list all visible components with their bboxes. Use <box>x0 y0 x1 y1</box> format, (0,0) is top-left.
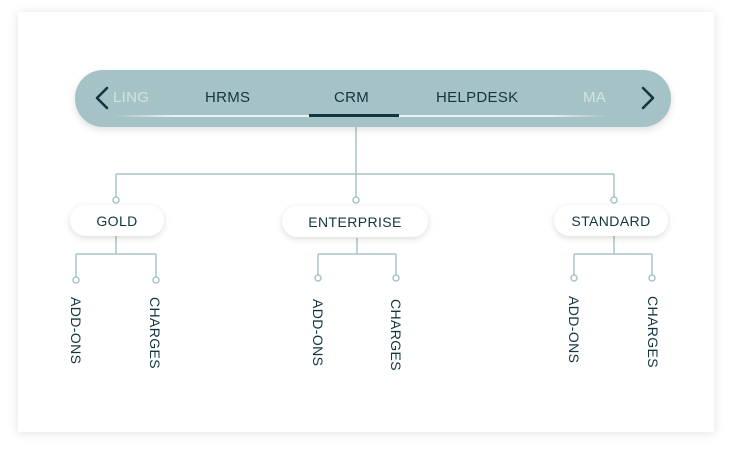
enterprise-charges-label[interactable]: CHARGES <box>388 299 404 372</box>
enterprise-add-ons-label[interactable]: ADD-ONS <box>310 299 326 367</box>
connector-node <box>352 196 360 204</box>
nav-next-button[interactable] <box>633 83 663 113</box>
plan-node-gold[interactable]: GOLD <box>70 205 164 236</box>
connector-node <box>72 276 80 284</box>
product-tab-bar: LING HRMS CRM HELPDESK MA <box>75 70 671 127</box>
gold-charges-label[interactable]: CHARGES <box>147 297 163 370</box>
plan-node-enterprise[interactable]: ENTERPRISE <box>282 206 428 237</box>
standard-add-ons-label[interactable]: ADD-ONS <box>566 296 582 364</box>
plan-node-standard[interactable]: STANDARD <box>554 205 668 236</box>
connector-node <box>314 274 322 282</box>
connector-node <box>610 196 618 204</box>
connector-node <box>648 274 656 282</box>
tab-hrms[interactable]: HRMS <box>205 89 251 106</box>
tab-helpdesk[interactable]: HELPDESK <box>436 89 519 106</box>
connector-node <box>570 274 578 282</box>
connector-node <box>112 196 120 204</box>
active-tab-indicator <box>309 114 399 117</box>
tab-ma[interactable]: MA <box>583 89 607 106</box>
connector-node <box>152 276 160 284</box>
standard-charges-label[interactable]: CHARGES <box>645 296 661 369</box>
nav-prev-button[interactable] <box>87 83 117 113</box>
chevron-left-icon <box>95 86 109 110</box>
chevron-right-icon <box>641 86 655 110</box>
connector-node <box>392 274 400 282</box>
tab-ling[interactable]: LING <box>113 89 150 106</box>
gold-add-ons-label[interactable]: ADD-ONS <box>68 297 84 365</box>
tab-crm[interactable]: CRM <box>334 89 370 106</box>
